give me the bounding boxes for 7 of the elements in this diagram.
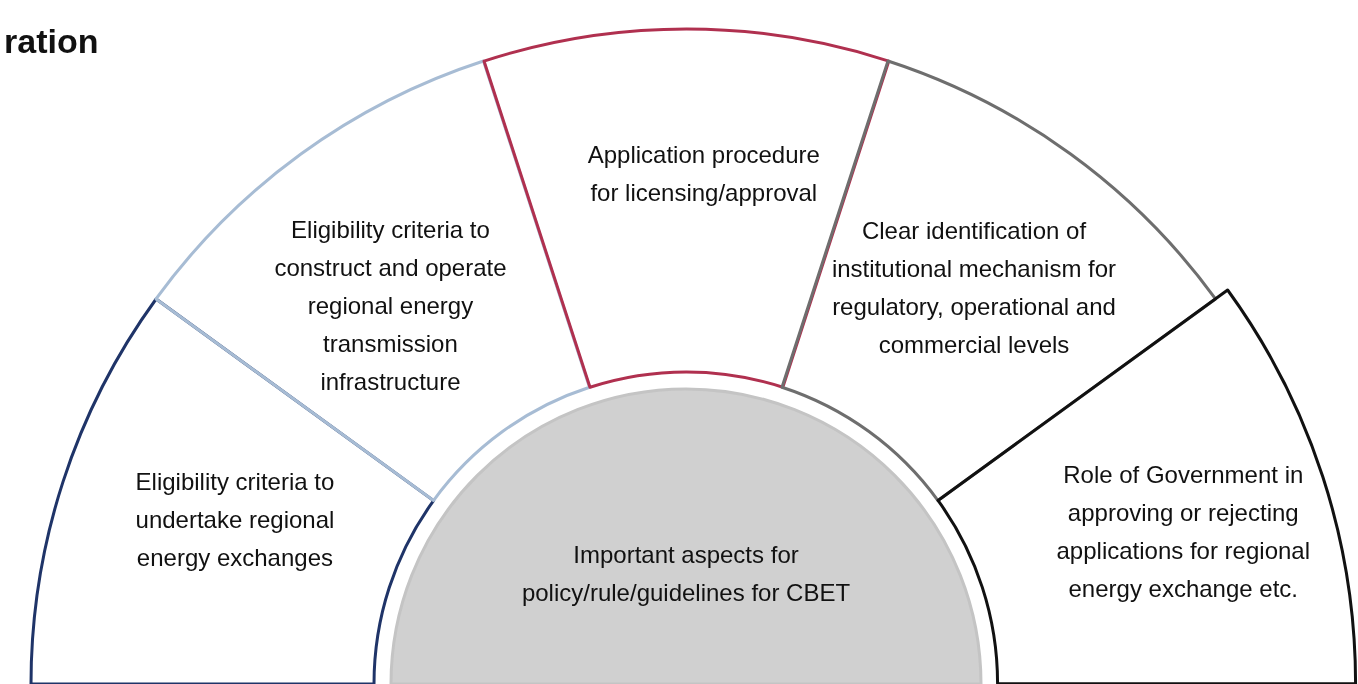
segment-label: Clear identification of institutional mechanism for regulatory, operational and commercial levels — [830, 215, 1118, 360]
segment-label: Eligibility criteria to undertake regional energy exchanges — [134, 466, 336, 573]
diagram-title: ration — [4, 22, 99, 61]
segment-label: Eligibility criteria to construct and operate regional energy transmission infrastructure — [273, 214, 508, 397]
segment-label: Important aspects for policy/rule/guidelines for CBET — [520, 540, 852, 608]
segment-label: Role of Government in approving or rejecting applications for regional energy exchange etc. — [1055, 459, 1311, 604]
segment-label: Application procedure for licensing/approval — [586, 140, 821, 209]
